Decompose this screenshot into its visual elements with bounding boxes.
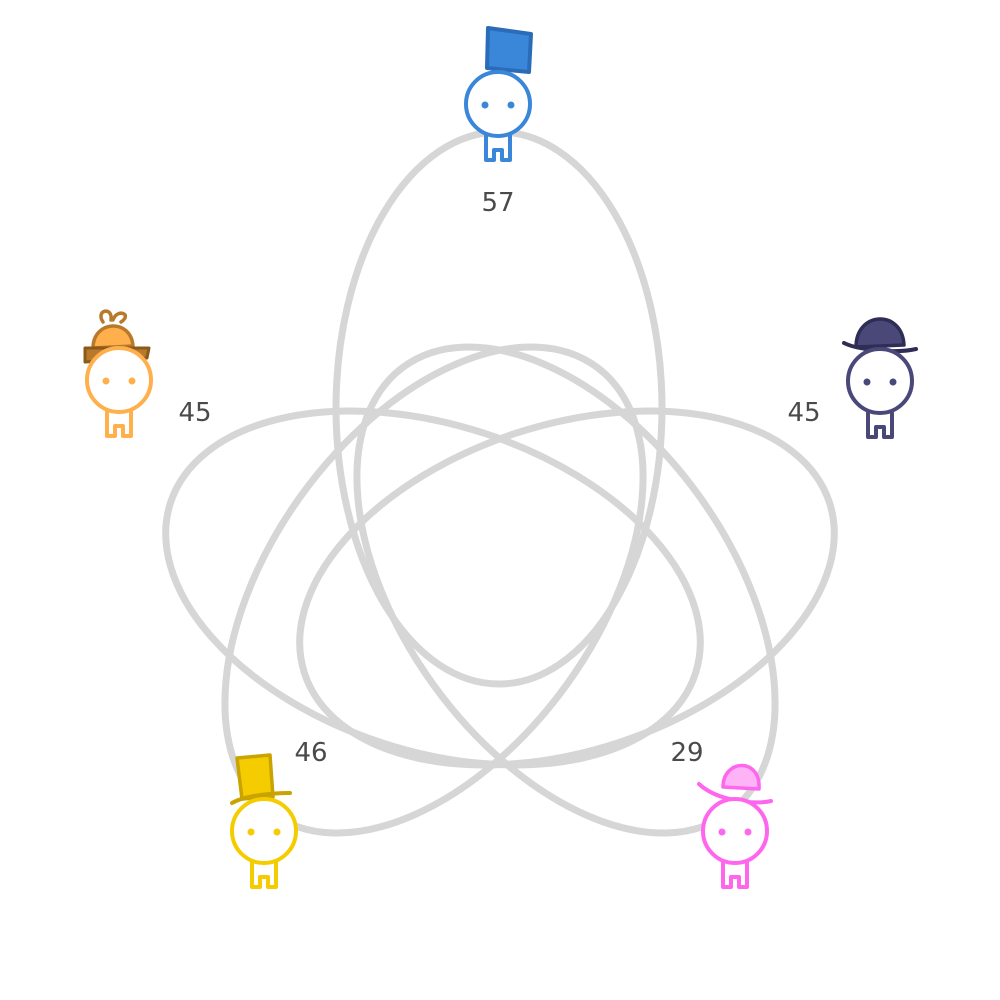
count-label-top: 57 bbox=[481, 188, 514, 218]
character-bottom-right bbox=[697, 763, 773, 889]
ellipse-lower-left bbox=[221, 343, 647, 837]
ellipse-lower-right bbox=[353, 343, 779, 837]
character-bottom-left bbox=[230, 753, 298, 889]
character-body-icon bbox=[701, 797, 769, 889]
character-body-icon bbox=[464, 70, 532, 162]
character-body-icon bbox=[85, 346, 153, 438]
bowler-hat-icon bbox=[842, 317, 918, 353]
count-label-bottom-left: 46 bbox=[294, 738, 327, 768]
character-top bbox=[464, 26, 533, 162]
ellipse-upper-left bbox=[162, 407, 704, 769]
venn-ellipses bbox=[162, 128, 838, 837]
fez-hat-icon bbox=[485, 26, 533, 74]
character-right bbox=[842, 317, 918, 439]
count-label-right: 45 bbox=[787, 398, 820, 428]
character-body-icon bbox=[846, 347, 914, 439]
ellipse-upper-right bbox=[296, 407, 838, 769]
character-left bbox=[83, 309, 153, 438]
top-hat-icon bbox=[230, 753, 292, 805]
count-label-bottom-right: 29 bbox=[670, 738, 703, 768]
character-body-icon bbox=[230, 797, 298, 889]
count-label-left: 45 bbox=[178, 398, 211, 428]
